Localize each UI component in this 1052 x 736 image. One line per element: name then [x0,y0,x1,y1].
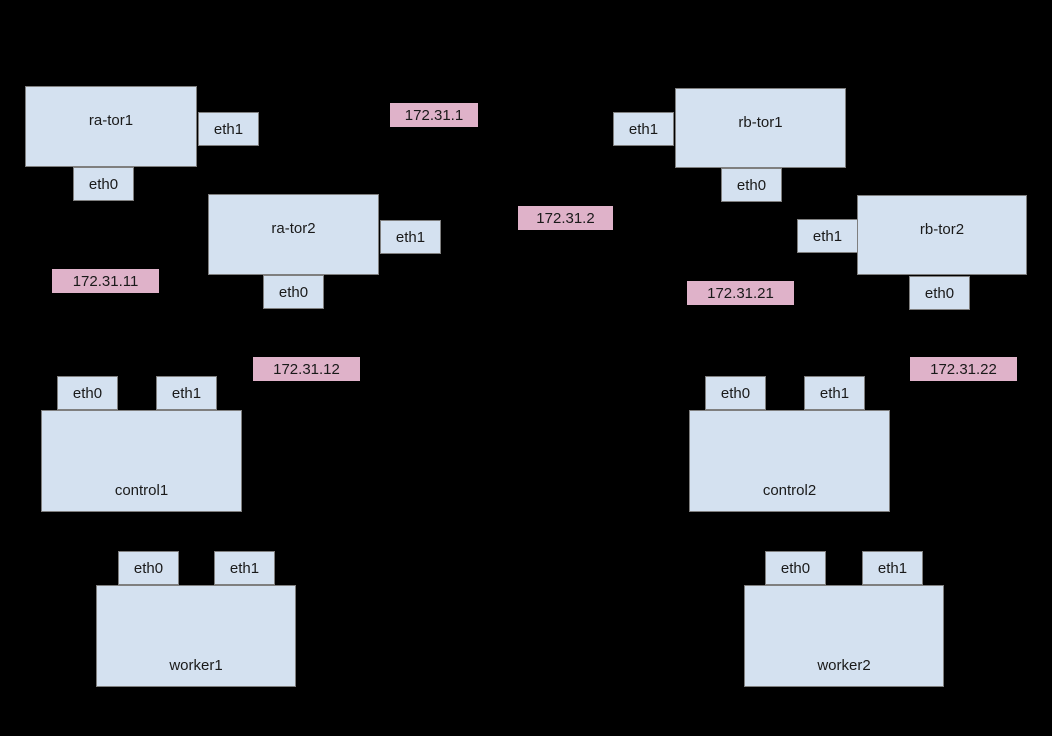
interface-rb-tor1-eth0[interactable]: eth0 [721,168,782,202]
node-ra-tor1[interactable]: ra-tor1 [25,86,197,167]
network-label-net-172-31-12[interactable]: 172.31.12 [253,357,360,381]
node-label-ra-tor2: ra-tor2 [271,220,316,237]
interface-ra-tor1-eth0[interactable]: eth0 [73,167,134,201]
interface-ra-tor2-eth1[interactable]: eth1 [380,220,441,254]
node-label-ra-tor1: ra-tor1 [88,112,134,129]
interface-worker1-eth0[interactable]: eth0 [118,551,179,585]
node-control2[interactable]: control2 [689,410,890,512]
node-label-rb-tor1: rb-tor1 [738,114,783,131]
node-label-worker1: worker1 [169,656,223,674]
interface-control2-eth1[interactable]: eth1 [804,376,865,410]
node-label-control1: control1 [114,481,169,499]
node-label-rb-tor2: rb-tor2 [919,221,965,238]
interface-worker1-eth1[interactable]: eth1 [214,551,275,585]
network-label-net-172-31-2[interactable]: 172.31.2 [518,206,613,230]
network-label-net-172-31-21[interactable]: 172.31.21 [687,281,794,305]
interface-ra-tor2-eth0[interactable]: eth0 [263,275,324,309]
node-rb-tor1[interactable]: rb-tor1 [675,88,846,168]
interface-control2-eth0[interactable]: eth0 [705,376,766,410]
interface-rb-tor2-eth0[interactable]: eth0 [909,276,970,310]
interface-rb-tor1-eth1[interactable]: eth1 [613,112,674,146]
node-worker1[interactable]: worker1 [96,585,296,687]
network-label-net-172-31-11[interactable]: 172.31.11 [52,269,159,293]
interface-control1-eth0[interactable]: eth0 [57,376,118,410]
node-label-worker2: worker2 [817,656,871,674]
node-rb-tor2[interactable]: rb-tor2 [857,195,1027,275]
interface-worker2-eth0[interactable]: eth0 [765,551,826,585]
interface-ra-tor1-eth1[interactable]: eth1 [198,112,259,146]
node-ra-tor2[interactable]: ra-tor2 [208,194,379,275]
node-control1[interactable]: control1 [41,410,242,512]
interface-worker2-eth1[interactable]: eth1 [862,551,923,585]
interface-control1-eth1[interactable]: eth1 [156,376,217,410]
interface-rb-tor2-eth1[interactable]: eth1 [797,219,858,253]
node-label-control2: control2 [762,481,817,499]
node-worker2[interactable]: worker2 [744,585,944,687]
network-label-net-172-31-22[interactable]: 172.31.22 [910,357,1017,381]
network-label-net-172-31-1[interactable]: 172.31.1 [390,103,478,127]
